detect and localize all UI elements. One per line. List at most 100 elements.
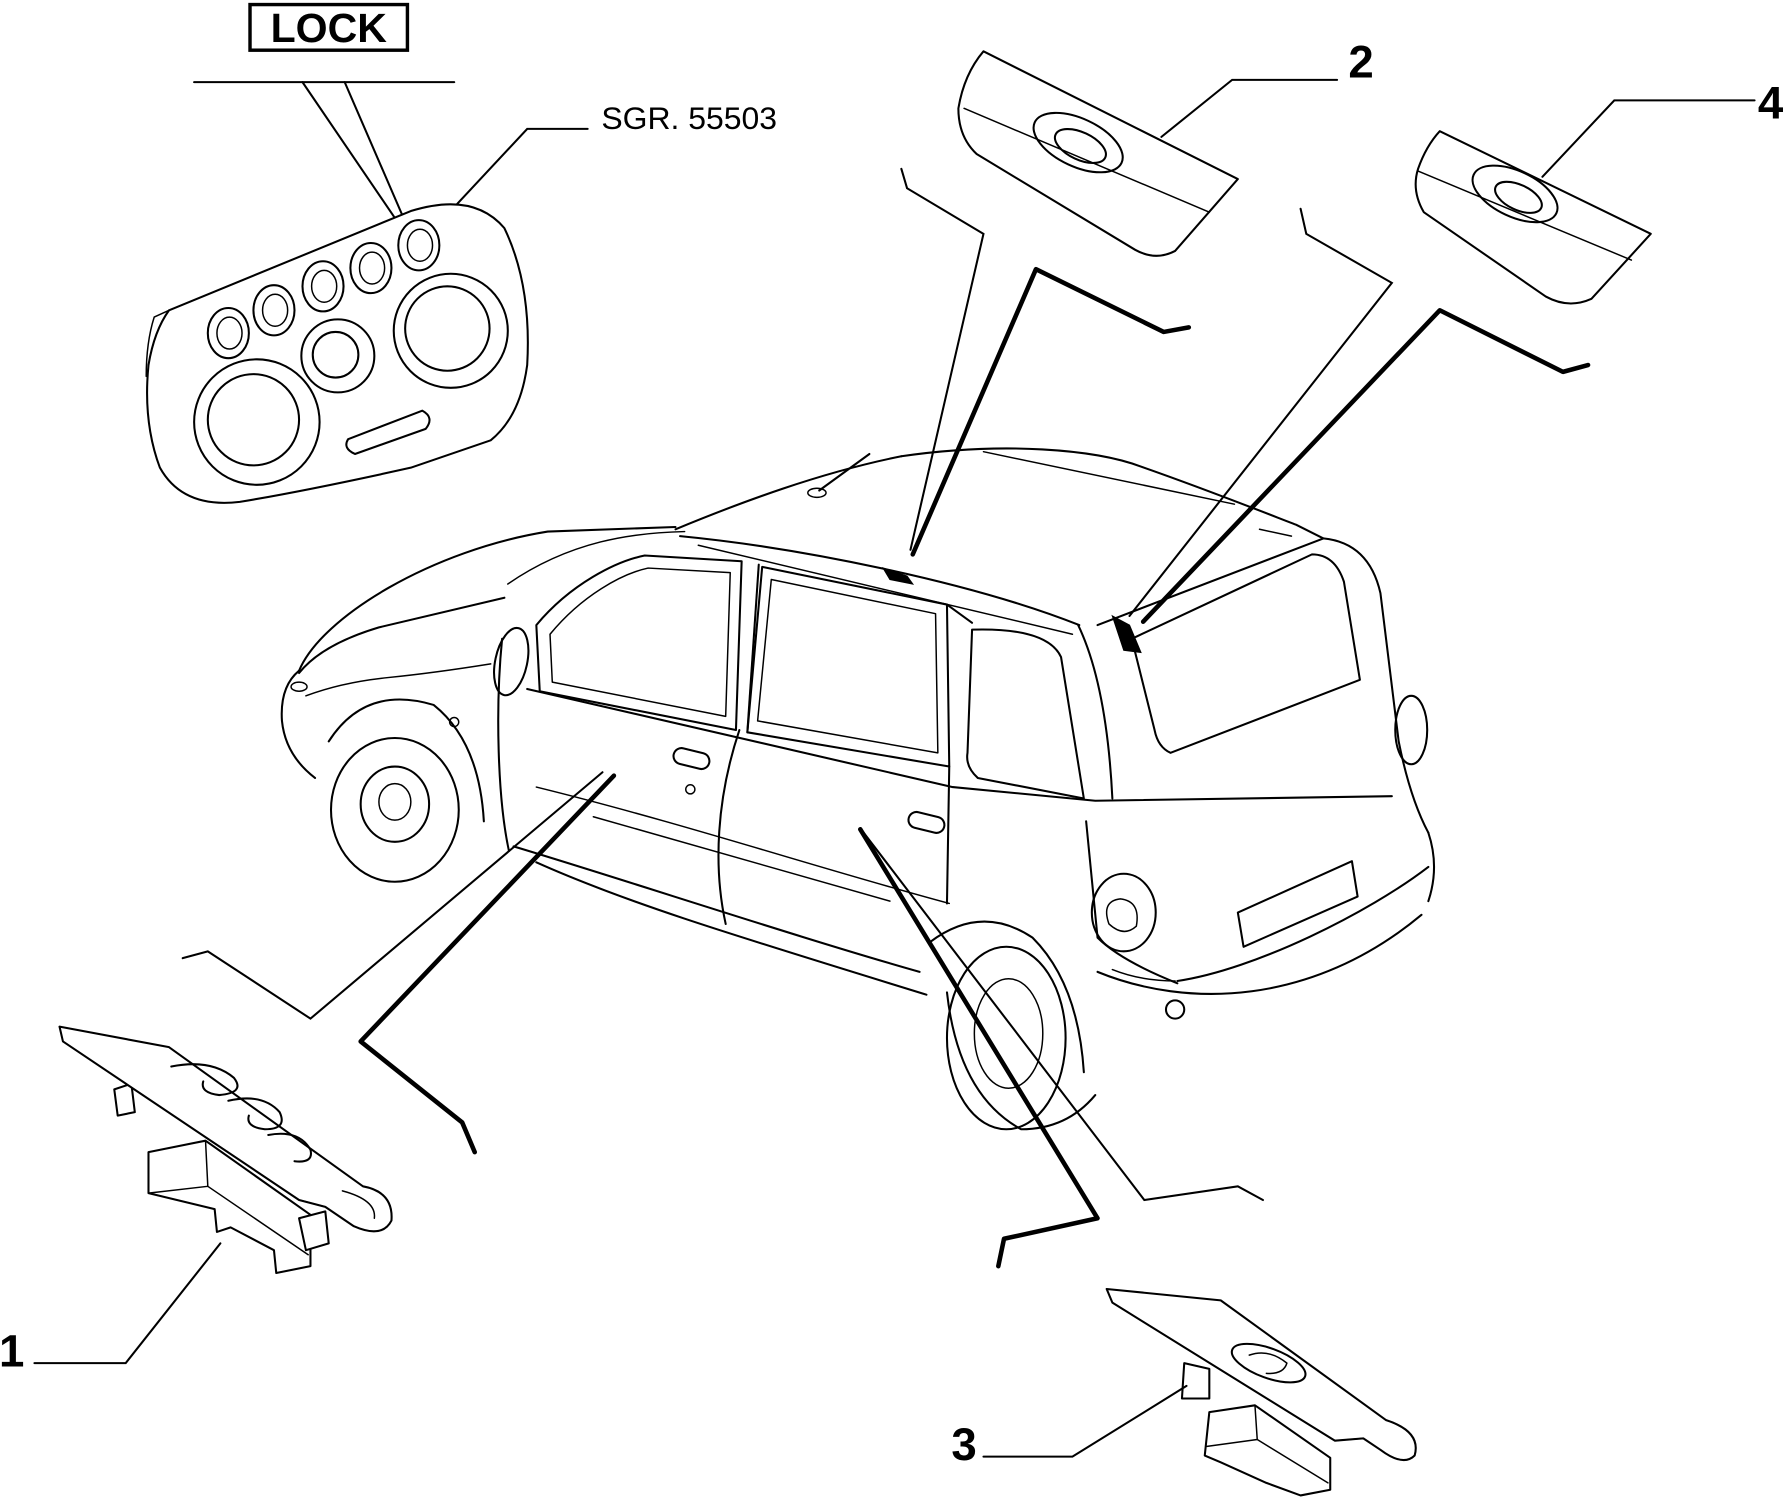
car-far-body-top [298,525,677,672]
panel-lock-button [397,219,441,272]
callout-3-leader [982,1384,1188,1458]
callout-2-leader [1160,78,1339,138]
switch-1-plate-edge [62,1040,327,1208]
callout-4-leader [1541,99,1756,178]
switch-2-button [1032,111,1124,174]
car-roof-rail-inner [697,544,1074,635]
car-taillight-right [1394,694,1429,766]
car-rear-corner [1427,831,1435,903]
car-rear-wheel-hub [973,977,1044,1089]
car-belt-line [526,687,1393,802]
car-front-wheel-hub [359,765,431,843]
reference-leader-line [446,127,589,216]
switch-3-symbol-inner [1248,1352,1288,1375]
car-front-door-handle [672,747,711,771]
bracket-3-thin [862,831,1264,1202]
car-door-lock-dot [685,784,696,795]
car-body-crease-lower [592,815,891,902]
switch-4-face-line [1417,170,1633,261]
lock-label-box [248,2,410,52]
panel-button-3 [301,260,345,313]
switch-2-outline [957,50,1239,257]
car-windshield-base [507,530,686,585]
car-roof-marker [881,567,915,585]
car-front-door-window [535,554,743,732]
bracket-1-thick [358,773,617,1155]
car-illustration [280,447,1435,1131]
bracket-1-thin [181,771,604,1020]
car-rear-wheel [945,945,1067,1131]
switch-2-face-line [963,107,1211,213]
panel-button-1 [206,306,250,360]
car-front-wheel-arch [327,698,485,823]
right-knob-inner [404,285,491,372]
left-knob-inner [206,373,301,467]
switch-3-connector-detail [1206,1404,1329,1484]
switch-part-1 [58,1025,393,1275]
car-sill-line [512,845,921,973]
car-hood-line [305,663,492,697]
switch-3-symbol [1230,1342,1307,1384]
car-c-pillar [945,603,974,624]
switch-3-plate [1105,1287,1417,1462]
panel-slot [345,409,431,456]
lock-leader-line-b [343,81,409,229]
switch-1-connector-tab-a [113,1082,136,1117]
car-rear-marker [1111,614,1142,654]
panel-button-2 [252,284,296,337]
bracket-3-thick [857,826,1100,1269]
car-quarter-window [966,628,1085,800]
car-rear-hatch-outline [1096,537,1430,834]
switch-1-symbol [170,1063,312,1163]
switch-3-connector-tab [1180,1362,1211,1400]
car-roof-rail-far-end [1258,528,1293,537]
switch-1-plate [58,1025,393,1233]
switch-part-2 [957,50,1239,257]
lock-leader-line-a [301,81,401,226]
panel-button-2-inner [261,293,289,327]
car-hood-front-edge [298,596,506,675]
control-panel-buttons [206,219,441,360]
panel-button-4 [349,241,393,295]
callout-4: 4 [1758,78,1784,129]
switch-1-connector-detail [147,1139,309,1256]
reference-group: SGR. 55503 [446,100,777,216]
car-roof-front-edge [674,455,903,531]
control-panel-outline [146,203,529,504]
car-rear-door-rear-edge [945,765,951,905]
car-roof-rail-far [982,450,1236,505]
car-antenna-base [807,487,827,499]
car-body-crease [535,786,950,905]
switch-1-connector-clip [298,1210,330,1252]
callout-1-leader [33,1242,222,1365]
switch-part-4 [1414,130,1652,305]
callout-1: 1 [0,1326,24,1377]
switch-4-outline [1414,130,1652,305]
left-knob-outer [193,358,321,486]
panel-button-1-inner [216,316,243,350]
center-knob-outer [300,318,376,394]
car-door-split [717,729,741,925]
switch-part-3 [1105,1287,1417,1497]
car-rear-wheel-arch [928,920,1085,1074]
car-d-pillar [1077,624,1114,800]
lock-label: LOCK [271,5,388,51]
bracket-4-thin [1128,207,1394,617]
reference-label: SGR. 55503 [601,100,777,136]
car-roof-far-edge [900,447,1325,540]
right-knob-outer [392,272,509,389]
car-front-wheel [329,736,460,883]
car-side-mirror [493,626,530,697]
bracket-2-thick [910,266,1192,557]
switch-1-connector-body [147,1139,312,1275]
car-rear-bumper-top [1176,865,1430,983]
car-rear-reflector [1164,999,1186,1020]
car-front-wheel-center [378,782,412,821]
lock-label-group: LOCK [193,2,456,229]
car-front-door-window-inner [549,567,731,718]
switch-4-button [1471,164,1559,224]
control-panel [145,203,529,504]
control-panel-edge [145,309,170,378]
switch-2-button-inner [1053,128,1107,164]
